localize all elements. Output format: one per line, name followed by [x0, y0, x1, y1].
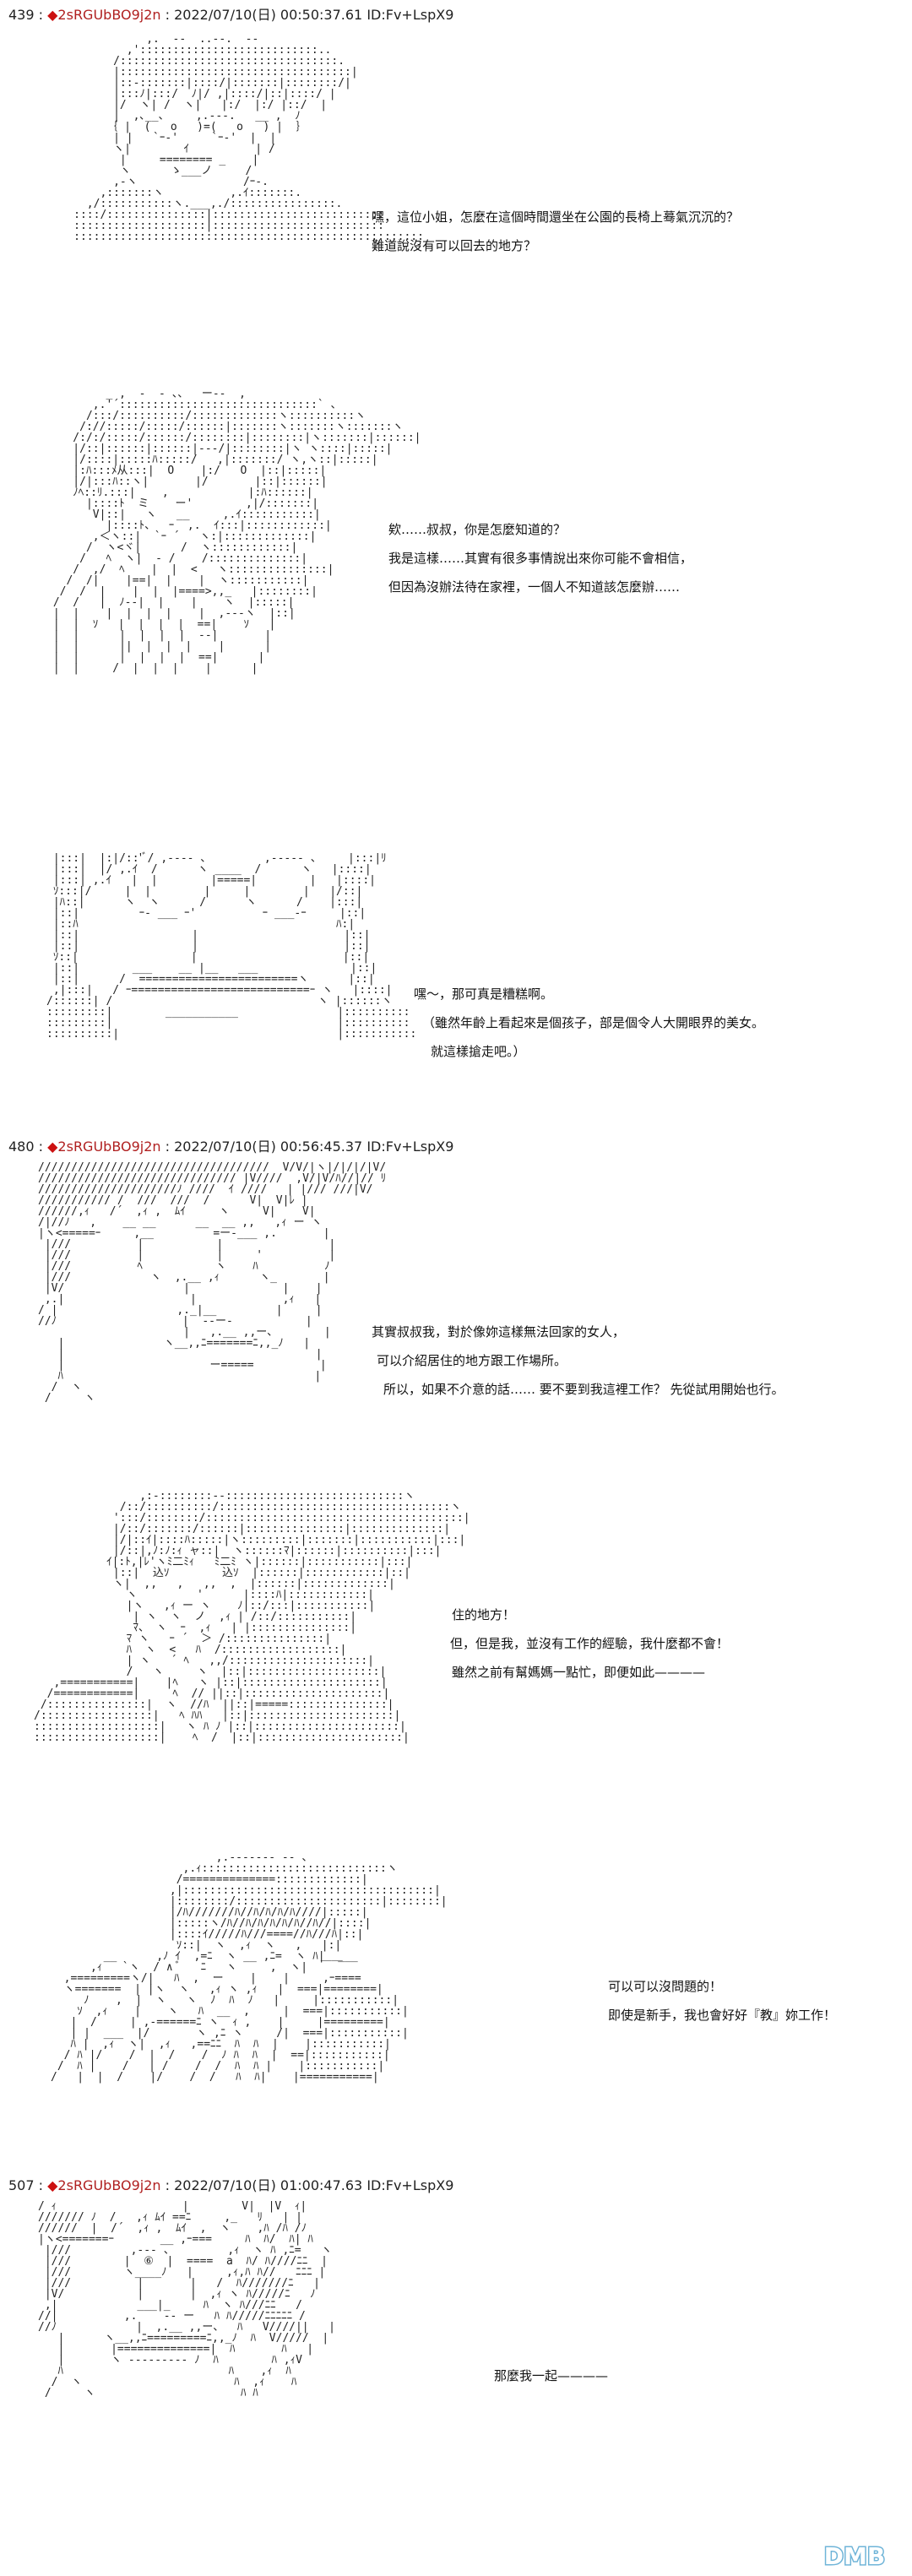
- post-header-507: 507 : ◆2sRGUbBO9j2n : 2022/07/10(日) 01:0…: [8, 2177, 454, 2193]
- dialog-panel-6: 可以可以沒問題的！ 即使是新手，我也會好好『教』妳工作！: [608, 1979, 837, 2023]
- diamond-icon: ◆: [47, 7, 58, 23]
- ascii-art-girl-surprised: ,:‐::::::::‐‐:::::::::::::::::::::::::::…: [34, 1490, 470, 1744]
- diamond-icon: ◆: [47, 2177, 58, 2193]
- panel-5: ,:‐::::::::‐‐:::::::::::::::::::::::::::…: [0, 1482, 912, 1820]
- dialog-panel-1: 嘿，這位小姐，怎麼在這個時間還坐在公園的長椅上蓦氣沉沉的？ 難道說沒有可以回去的…: [372, 209, 740, 253]
- panel-1: ,. -- ..--. -- ,':::::::::::::::::::::::…: [0, 25, 912, 346]
- panel-2: _ , - - 、、 ー‐- , ,.'´:::::::::::::::::::…: [0, 380, 912, 819]
- dmb-logo-icon: DMB: [822, 2541, 886, 2572]
- dialog-panel-3: 嘿～，那可真是糟糕啊。 （雖然年齡上看起來是個孩子，部是個令人大開眼界的美女。 …: [414, 986, 765, 1059]
- post-header-439: 439 : ◆2sRGUbBO9j2n : 2022/07/10(日) 00:5…: [8, 7, 454, 23]
- panel-7: / ｨ | V| |V ｨ| /////// ﾉ / ,ｨ ﾑｲ ==ﾆ ,_ …: [0, 2196, 912, 2576]
- diamond-icon: ◆: [47, 1139, 58, 1155]
- svg-text:DMB: DMB: [824, 2542, 885, 2570]
- ascii-art-glasses-closeup: |:::| |:|/::'ﾞ/ ,-‐‐‐ 、 ,-‐‐‐- 、 |:::|ﾘ …: [46, 852, 417, 1041]
- post-header-480: 480 : ◆2sRGUbBO9j2n : 2022/07/10(日) 00:5…: [8, 1139, 454, 1155]
- panel-4: /////////////////////////////////// V/V/…: [0, 1157, 912, 1461]
- dialog-panel-4: 其實叔叔我，對於像妳這樣無法回家的女人， 可以介紹居住的地方跟工作場所。 所以，…: [372, 1324, 784, 1397]
- ascii-art-man-glasses: ,. -- ..--. -- ,':::::::::::::::::::::::…: [73, 33, 424, 243]
- ascii-art-man-cap: /////////////////////////////////// V/V/…: [38, 1161, 387, 1405]
- panel-6: ,.-‐‐‐‐‐‐ -- 、 ,.ｨ::::::::::::::::::::::…: [0, 1845, 912, 2166]
- ascii-art-two-characters: ,.-‐‐‐‐‐‐ -- 、 ,.ｨ::::::::::::::::::::::…: [51, 1851, 448, 2084]
- dialog-panel-5: 住的地方！ 但，但是我，並沒有工作的經驗，我什麼都不會！ 雖然之前有幫媽媽一點忙…: [450, 1607, 730, 1680]
- dialog-panel-2: 欸……叔叔，你是怎麼知道的？ 我是這樣……其實有很多事情說出來你可能不會相信， …: [388, 522, 693, 595]
- panel-3: |:::| |:|/::'ﾞ/ ,-‐‐‐ 、 ,-‐‐‐- 、 |:::|ﾘ …: [0, 845, 912, 1132]
- ascii-art-man-and-girl: / ｨ | V| |V ｨ| /////// ﾉ / ,ｨ ﾑｲ ==ﾆ ,_ …: [38, 2200, 335, 2399]
- ascii-art-girl: _ , - - 、、 ー‐- , ,.'´:::::::::::::::::::…: [52, 388, 421, 675]
- dialog-panel-7: 那麼我一起————: [494, 2368, 609, 2383]
